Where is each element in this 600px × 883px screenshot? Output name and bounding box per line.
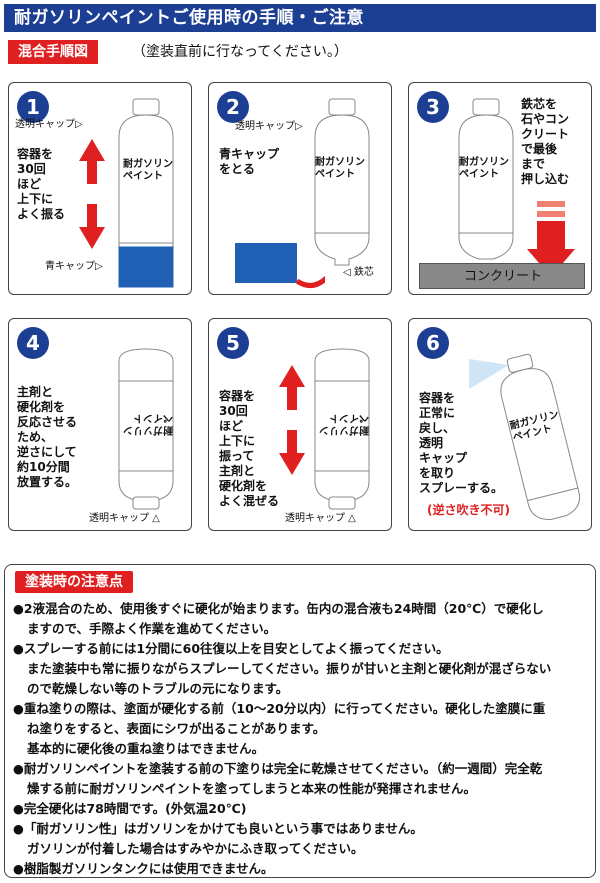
clear-cap-label: 透明キャップ▷ (15, 119, 83, 130)
note-text: 樹脂製ガソリンタンクには使用できません。 (23, 861, 274, 876)
can-brand-text: 耐ガソリンペイント (319, 412, 369, 435)
bullet-icon: ● (13, 801, 24, 816)
note-item: ●樹脂製ガソリンタンクには使用できません。 (13, 859, 589, 879)
note-item: ●重ね塗りの際は、塗面が硬化する前（10〜20分以内）に行ってください。硬化した… (13, 699, 589, 719)
notes-section-label: 塗装時の注意点 (15, 571, 133, 593)
step-6-instruction: 容器を正常に戻し、透明キャップを取りスプレーする。 (419, 391, 504, 495)
bullet-icon: ● (13, 861, 24, 876)
note-item: ●2液混合のため、使用後すぐに硬化が始まります。缶内の混合液も24時間（20℃）… (13, 599, 589, 619)
note-item: ●耐ガソリンペイントを塗装する前の下塗りは完全に乾燥させてください。（約一週間）… (13, 759, 589, 779)
bullet-icon: ● (13, 641, 24, 656)
note-item: ので乾燥しない等のトラブルの元になります。 (13, 679, 589, 699)
note-text: ね塗りをすると、表面にシワが出ることがあります。 (27, 721, 326, 736)
inverted-spray-can-icon (314, 348, 370, 510)
blue-cap-label: 青キャップ▷ (45, 261, 103, 272)
spray-mist-icon (469, 359, 509, 389)
can-brand-text: 耐ガソリンペイント (315, 157, 365, 180)
note-item: ますので、手際よく作業を進めてください。 (13, 619, 589, 639)
note-text: ガソリンが付着した場合はすみやかにふき取ってください。 (27, 841, 364, 856)
step-6-panel: 6 耐ガソリンペイント 容器を正常に戻し、透明キャップを取りスプレーする。 (逆… (408, 318, 592, 531)
inverted-spray-can-icon (118, 348, 174, 510)
step-3-panel: 3 耐ガソリンペイント 鉄芯を石やコンクリートで最後まで押し込む コンクリート (408, 82, 592, 295)
step-number: 3 (417, 91, 449, 123)
note-text: 基本的に硬化後の重ね塗りはできません。 (27, 741, 265, 756)
note-text: 耐ガソリンペイントを塗装する前の下塗りは完全に乾燥させてください。（約一週間）完… (23, 761, 543, 776)
note-text: 2液混合のため、使用後すぐに硬化が始まります。缶内の混合液も24時間（20℃）で… (23, 601, 544, 616)
spray-can-icon (118, 98, 174, 288)
note-text: 重ね塗りの際は、塗面が硬化する前（10〜20分以内）に行ってください。硬化した塗… (23, 701, 546, 716)
bullet-icon: ● (13, 701, 24, 716)
notes-list: ●2液混合のため、使用後すぐに硬化が始まります。缶内の混合液も24時間（20℃）… (13, 599, 589, 879)
note-item: 燥する前に耐ガソリンペイントを塗ってしまうと本来の性能が発揮されません。 (13, 779, 589, 799)
bullet-icon: ● (13, 601, 24, 616)
step-3-instruction: 鉄芯を石やコンクリートで最後まで押し込む (521, 97, 570, 186)
shake-arrow-icon (279, 365, 305, 475)
note-item: ね塗りをすると、表面にシワが出ることがあります。 (13, 719, 589, 739)
note-text: スプレーする前には1分間に60往復以上を目安としてよく振ってください。 (23, 641, 449, 656)
iron-core-label: ◁ 鉄芯 (343, 267, 374, 278)
note-item: ●「耐ガソリン性」はガソリンをかけても良いという事ではありません。 (13, 819, 589, 839)
note-item: また塗装中も常に振りながらスプレーしてください。振りが甘いと主剤と硬化剤が混ざら… (13, 659, 589, 679)
note-item: 基本的に硬化後の重ね塗りはできません。 (13, 739, 589, 759)
step-number: 4 (17, 327, 49, 359)
spray-can-icon (500, 353, 581, 521)
clear-cap-label: 透明キャップ △ (285, 513, 356, 524)
note-text: ますので、手際よく作業を進めてください。 (27, 621, 277, 636)
can-brand-text: 耐ガソリンペイント (123, 412, 173, 435)
note-item: ●完全硬化は78時間です。(外気温20℃) (13, 799, 589, 819)
clear-cap-label: 透明キャップ △ (89, 513, 160, 524)
bullet-icon: ● (13, 761, 24, 776)
can-brand-text: 耐ガソリンペイント (459, 157, 509, 180)
clear-cap-label: 透明キャップ▷ (235, 121, 303, 132)
step-4-panel: 4 主剤と硬化剤を反応させるため、逆さにして約10分間放置する。 耐ガソリンペイ… (8, 318, 192, 531)
note-text: また塗装中も常に振りながらスプレーしてください。振りが甘いと主剤と硬化剤が混ざら… (27, 661, 552, 676)
note-item: ガソリンが付着した場合はすみやかにふき取ってください。 (13, 839, 589, 859)
step-number: 1 (17, 91, 49, 123)
step-2-instruction: 青キャップをとる (219, 147, 280, 176)
mixing-section-label: 混合手順図 (8, 40, 98, 64)
blue-cap-icon (235, 243, 325, 288)
page-title: 耐ガソリンペイントご使用時の手順・ご注意 (4, 4, 596, 32)
mixing-section-note: （塗装直前に行なってください。） (132, 44, 348, 60)
step-number: 5 (217, 327, 249, 359)
spray-can-icon (314, 98, 370, 266)
concrete-block: コンクリート (419, 263, 585, 289)
push-down-arrow-icon (527, 201, 575, 277)
note-text: ので乾燥しない等のトラブルの元になります。 (27, 681, 289, 696)
no-inverted-spray-warning: (逆さ吹き不可) (427, 503, 510, 517)
step-2-panel: 2 透明キャップ▷ 青キャップをとる 耐ガソリンペイント ◁ 鉄芯 (208, 82, 392, 295)
can-brand-text: 耐ガソリンペイント (123, 159, 173, 182)
shake-arrow-icon (79, 139, 105, 249)
note-item: ●スプレーする前には1分間に60往復以上を目安としてよく振ってください。 (13, 639, 589, 659)
bullet-icon: ● (13, 821, 24, 836)
spray-can-icon (458, 98, 514, 260)
note-text: 燥する前に耐ガソリンペイントを塗ってしまうと本来の性能が発揮されません。 (27, 781, 477, 796)
step-number: 6 (417, 327, 449, 359)
notes-box: 塗装時の注意点 ●2液混合のため、使用後すぐに硬化が始まります。缶内の混合液も2… (4, 564, 596, 878)
step-4-instruction: 主剤と硬化剤を反応させるため、逆さにして約10分間放置する。 (17, 385, 78, 489)
note-text: 「耐ガソリン性」はガソリンをかけても良いという事ではありません。 (23, 821, 423, 836)
note-text: 完全硬化は78時間です。(外気温20℃) (23, 801, 247, 816)
step-number: 2 (217, 91, 249, 123)
